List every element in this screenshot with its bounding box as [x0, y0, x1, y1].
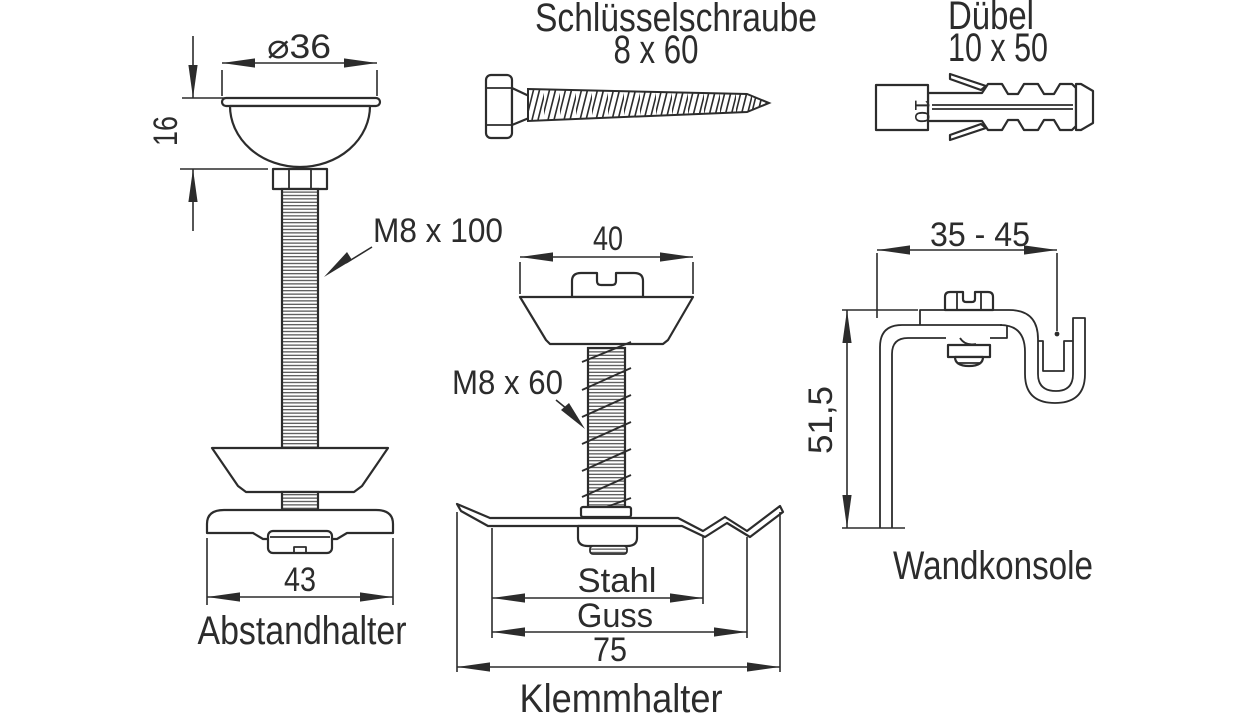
duebel-title: Dübel — [948, 0, 1034, 38]
dim-top-label: 40 — [593, 220, 623, 258]
dim-width-label: 43 — [284, 561, 316, 599]
abstandhalter-drawing: ⌀36 16 M8 x 100 — [147, 28, 503, 653]
screw-title: Schlüsselschraube — [535, 0, 817, 40]
wandkonsole-drawing: 35 - 45 51,5 — [802, 216, 1093, 588]
dim-top-40: 40 — [519, 220, 694, 294]
dim-depth-35-45: 35 - 45 — [876, 216, 1060, 337]
spacer-threaded-rod — [280, 187, 320, 450]
duebel-end-cap — [1074, 82, 1095, 132]
schluesselschraube-drawing: Schlüsselschraube 8 x 60 — [484, 0, 817, 140]
dim-depth-label: 35 - 45 — [930, 216, 1030, 254]
clamp-washer — [579, 505, 633, 519]
thread-label-m8x60: M8 x 60 — [452, 364, 563, 402]
clamp-cone — [518, 295, 695, 346]
duebel-body — [926, 82, 1078, 132]
callout-arrowhead — [561, 403, 585, 429]
spacer-base — [205, 508, 395, 541]
duebel-size: 10 x 50 — [948, 26, 1048, 70]
dim-width-label: 75 — [593, 631, 627, 669]
dim-stahl: Stahl — [491, 528, 704, 638]
spacer-rod-lower — [280, 490, 320, 512]
dim-height-label: 16 — [147, 116, 185, 146]
duebel-collar — [874, 83, 930, 132]
spacer-dome — [228, 104, 372, 169]
spacer-washer — [210, 446, 390, 494]
callout-arrowhead — [324, 252, 352, 277]
dim-guss: Guss — [492, 537, 748, 638]
dim-diameter-label: ⌀36 — [267, 28, 331, 66]
clamp-threaded-rod — [586, 346, 627, 511]
clamp-plate — [455, 502, 785, 539]
wandkonsole-label: Wandkonsole — [893, 544, 1093, 588]
screw-shank — [510, 86, 531, 127]
bracket-nut — [946, 343, 992, 368]
bracket-hook-piece — [919, 309, 1086, 404]
screw-hex-head — [484, 73, 514, 140]
clamp-nut — [576, 524, 639, 548]
clamp-screw-tip — [589, 545, 628, 555]
spacer-top-plate — [220, 96, 382, 108]
klemmhalter-label: Klemmhalter — [520, 677, 723, 716]
clamp-screw-head — [570, 271, 645, 299]
spacer-base-clip — [266, 529, 334, 555]
duebel-marking: 10 — [910, 99, 933, 123]
screw-size: 8 x 60 — [614, 28, 699, 72]
abstandhalter-label: Abstandhalter — [198, 609, 407, 653]
callout-m8x100: M8 x 100 — [324, 212, 503, 277]
duebel-drawing: Dübel 10 x 50 10 — [874, 0, 1095, 142]
dim-guss-label: Guss — [577, 597, 653, 635]
dim-height-label: 51,5 — [802, 386, 840, 454]
dim-stahl-label: Stahl — [578, 562, 657, 600]
klemmhalter-drawing: 40 M8 x 60 — [452, 220, 785, 716]
screw-thread — [527, 87, 772, 123]
dim-width-75: 75 — [456, 512, 781, 672]
dim-height-51-5: 51,5 — [802, 309, 918, 529]
dim-width-43: 43 — [206, 538, 394, 605]
duebel-wing-top — [948, 72, 988, 92]
spacer-hex-nut — [271, 167, 329, 191]
duebel-wing-bottom — [948, 122, 988, 142]
bracket-bolt — [943, 290, 995, 312]
thread-label-m8x100: M8 x 100 — [373, 212, 503, 250]
callout-m8x60: M8 x 60 — [452, 364, 585, 429]
dim-diameter-36: ⌀36 — [221, 28, 378, 96]
